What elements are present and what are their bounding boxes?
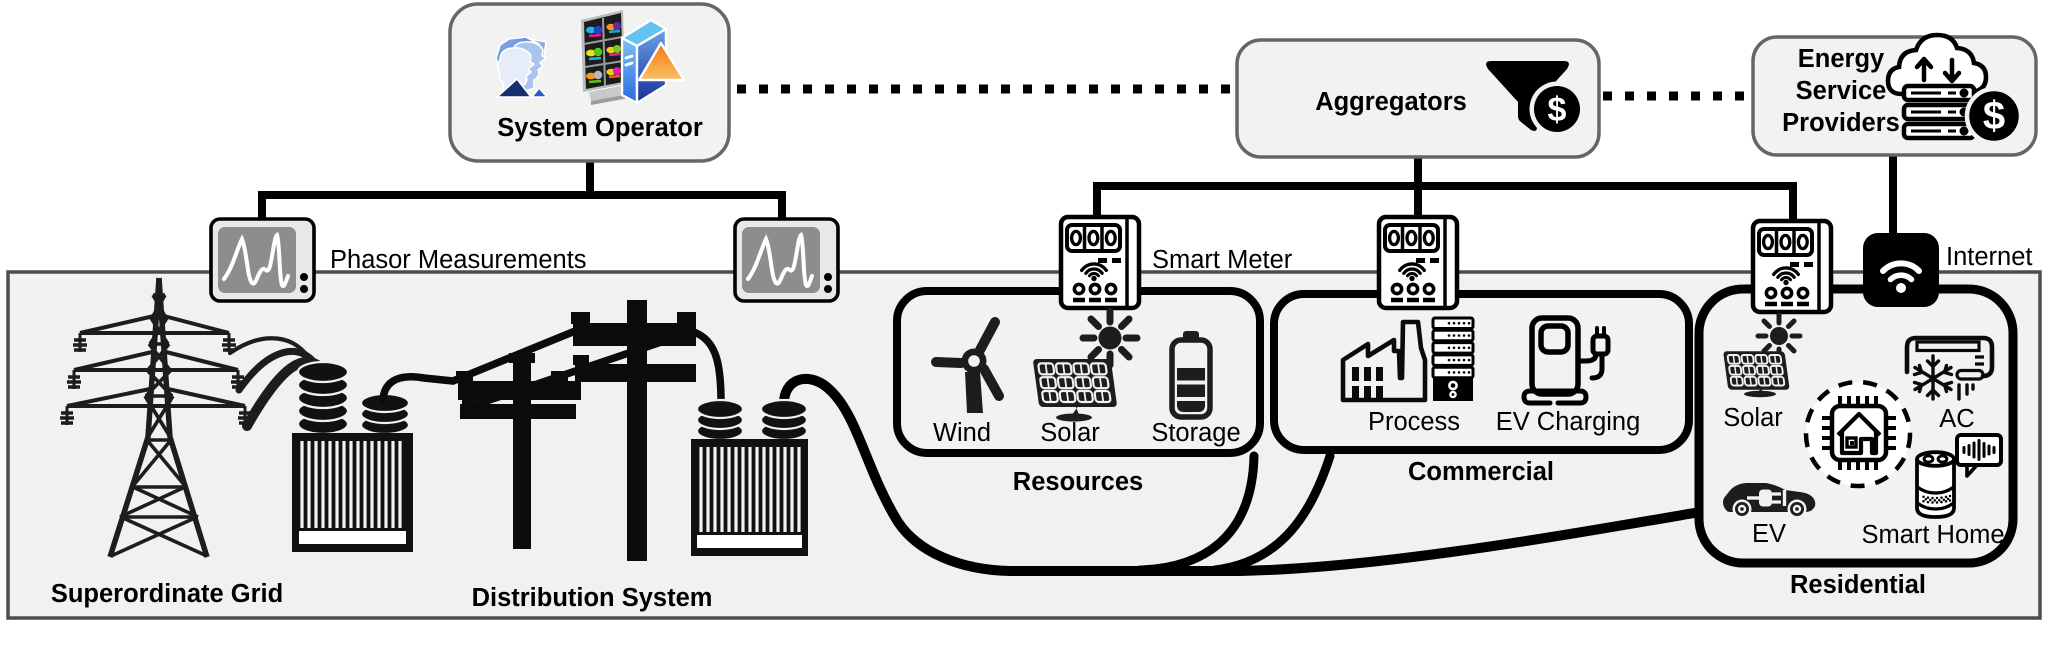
svg-text:Providers: Providers bbox=[1782, 109, 1900, 137]
svg-text:Distribution System: Distribution System bbox=[472, 584, 713, 612]
svg-text:Smart Meter: Smart Meter bbox=[1152, 246, 1293, 274]
svg-text:Aggregators: Aggregators bbox=[1315, 88, 1467, 116]
svg-text:Energy: Energy bbox=[1798, 45, 1885, 73]
svg-text:System Operator: System Operator bbox=[497, 114, 703, 142]
svg-text:Internet: Internet bbox=[1946, 243, 2032, 271]
svg-text:Phasor Measurements: Phasor Measurements bbox=[330, 246, 587, 274]
svg-text:Superordinate Grid: Superordinate Grid bbox=[51, 580, 283, 608]
svg-text:EV: EV bbox=[1752, 520, 1786, 548]
svg-text:EV Charging: EV Charging bbox=[1496, 408, 1641, 436]
svg-text:Solar: Solar bbox=[1723, 404, 1783, 432]
svg-text:Residential: Residential bbox=[1790, 571, 1926, 599]
svg-text:AC: AC bbox=[1939, 405, 1974, 433]
svg-text:Resources: Resources bbox=[1013, 468, 1143, 496]
svg-text:Commercial: Commercial bbox=[1408, 458, 1554, 486]
svg-text:Process: Process bbox=[1368, 408, 1460, 436]
svg-text:Wind: Wind bbox=[933, 419, 991, 447]
svg-text:Service: Service bbox=[1796, 77, 1887, 105]
svg-text:$: $ bbox=[1548, 91, 1567, 129]
svg-text:$: $ bbox=[1983, 94, 2005, 138]
svg-text:Smart Home: Smart Home bbox=[1861, 521, 2004, 549]
svg-text:Solar: Solar bbox=[1040, 419, 1100, 447]
svg-text:Storage: Storage bbox=[1151, 419, 1240, 447]
